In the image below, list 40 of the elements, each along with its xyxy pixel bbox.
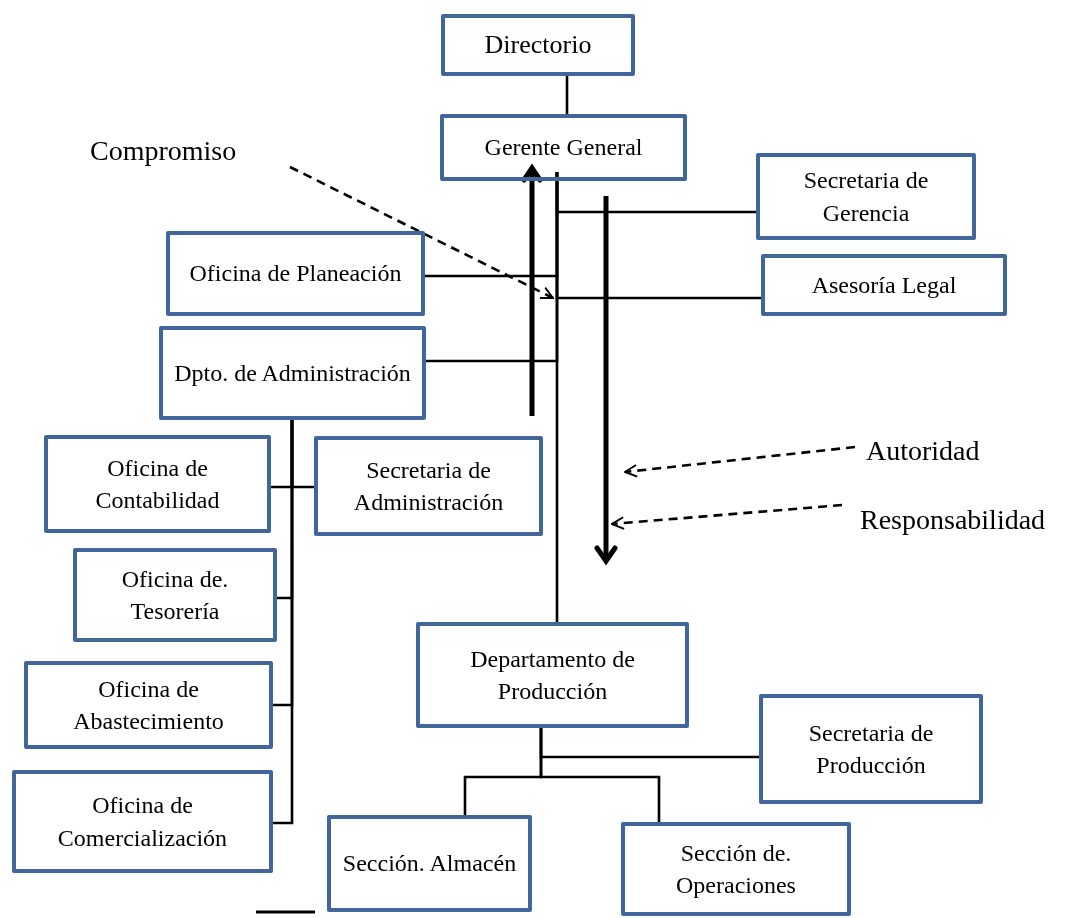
leader-arrow: [289, 165, 554, 300]
unit-name: Oficina de Planeación: [189, 259, 402, 289]
org-box: [166, 231, 425, 316]
unit-name: Secretaria de Gerencia: [802, 166, 930, 228]
org-box: [12, 770, 273, 873]
unit-name: Secretaria de Producción: [807, 718, 935, 780]
annotation-label: Compromiso: [90, 132, 262, 170]
unit-name: Sección. Almacén: [342, 849, 517, 879]
org-box: [441, 14, 635, 76]
connector-line: [273, 420, 294, 825]
org-box: [416, 622, 689, 728]
unit-name: Oficina de Comercialización: [56, 791, 229, 853]
unit-name: Dpto. de Administración: [174, 358, 411, 388]
org-box: [314, 436, 543, 536]
org-box: [159, 326, 426, 420]
org-box: [327, 815, 532, 912]
org-box: [24, 661, 273, 749]
connector-line: [555, 172, 559, 622]
leader-arrow: [611, 503, 843, 530]
leader-arrow: [624, 445, 856, 478]
unit-name: Directorio: [484, 29, 592, 62]
org-box: [756, 153, 976, 240]
org-box: [73, 548, 277, 642]
annotation-label: Responsabilidad: [860, 500, 1074, 540]
org-box: [440, 114, 687, 181]
unit-name: Oficina de Abastecimiento: [72, 674, 225, 736]
org-box: [44, 435, 271, 533]
unit-name: Departamento de Producción: [469, 644, 636, 706]
unit-name: Oficina de Contabilidad: [94, 453, 221, 515]
org-box: [761, 254, 1007, 316]
connector-line: [539, 728, 661, 822]
unit-name: Secretaria de Administración: [352, 455, 505, 517]
unit-name: Asesoría Legal: [811, 270, 957, 300]
unit-name: Gerente General: [484, 133, 643, 163]
annotation-label: Autoridad: [866, 432, 1000, 470]
unit-name: Oficina de. Tesorería: [120, 564, 230, 626]
connector-line: [565, 76, 569, 114]
org-box: [759, 694, 983, 804]
org-box: [621, 822, 851, 916]
unit-name: Sección de. Operaciones: [675, 838, 797, 900]
